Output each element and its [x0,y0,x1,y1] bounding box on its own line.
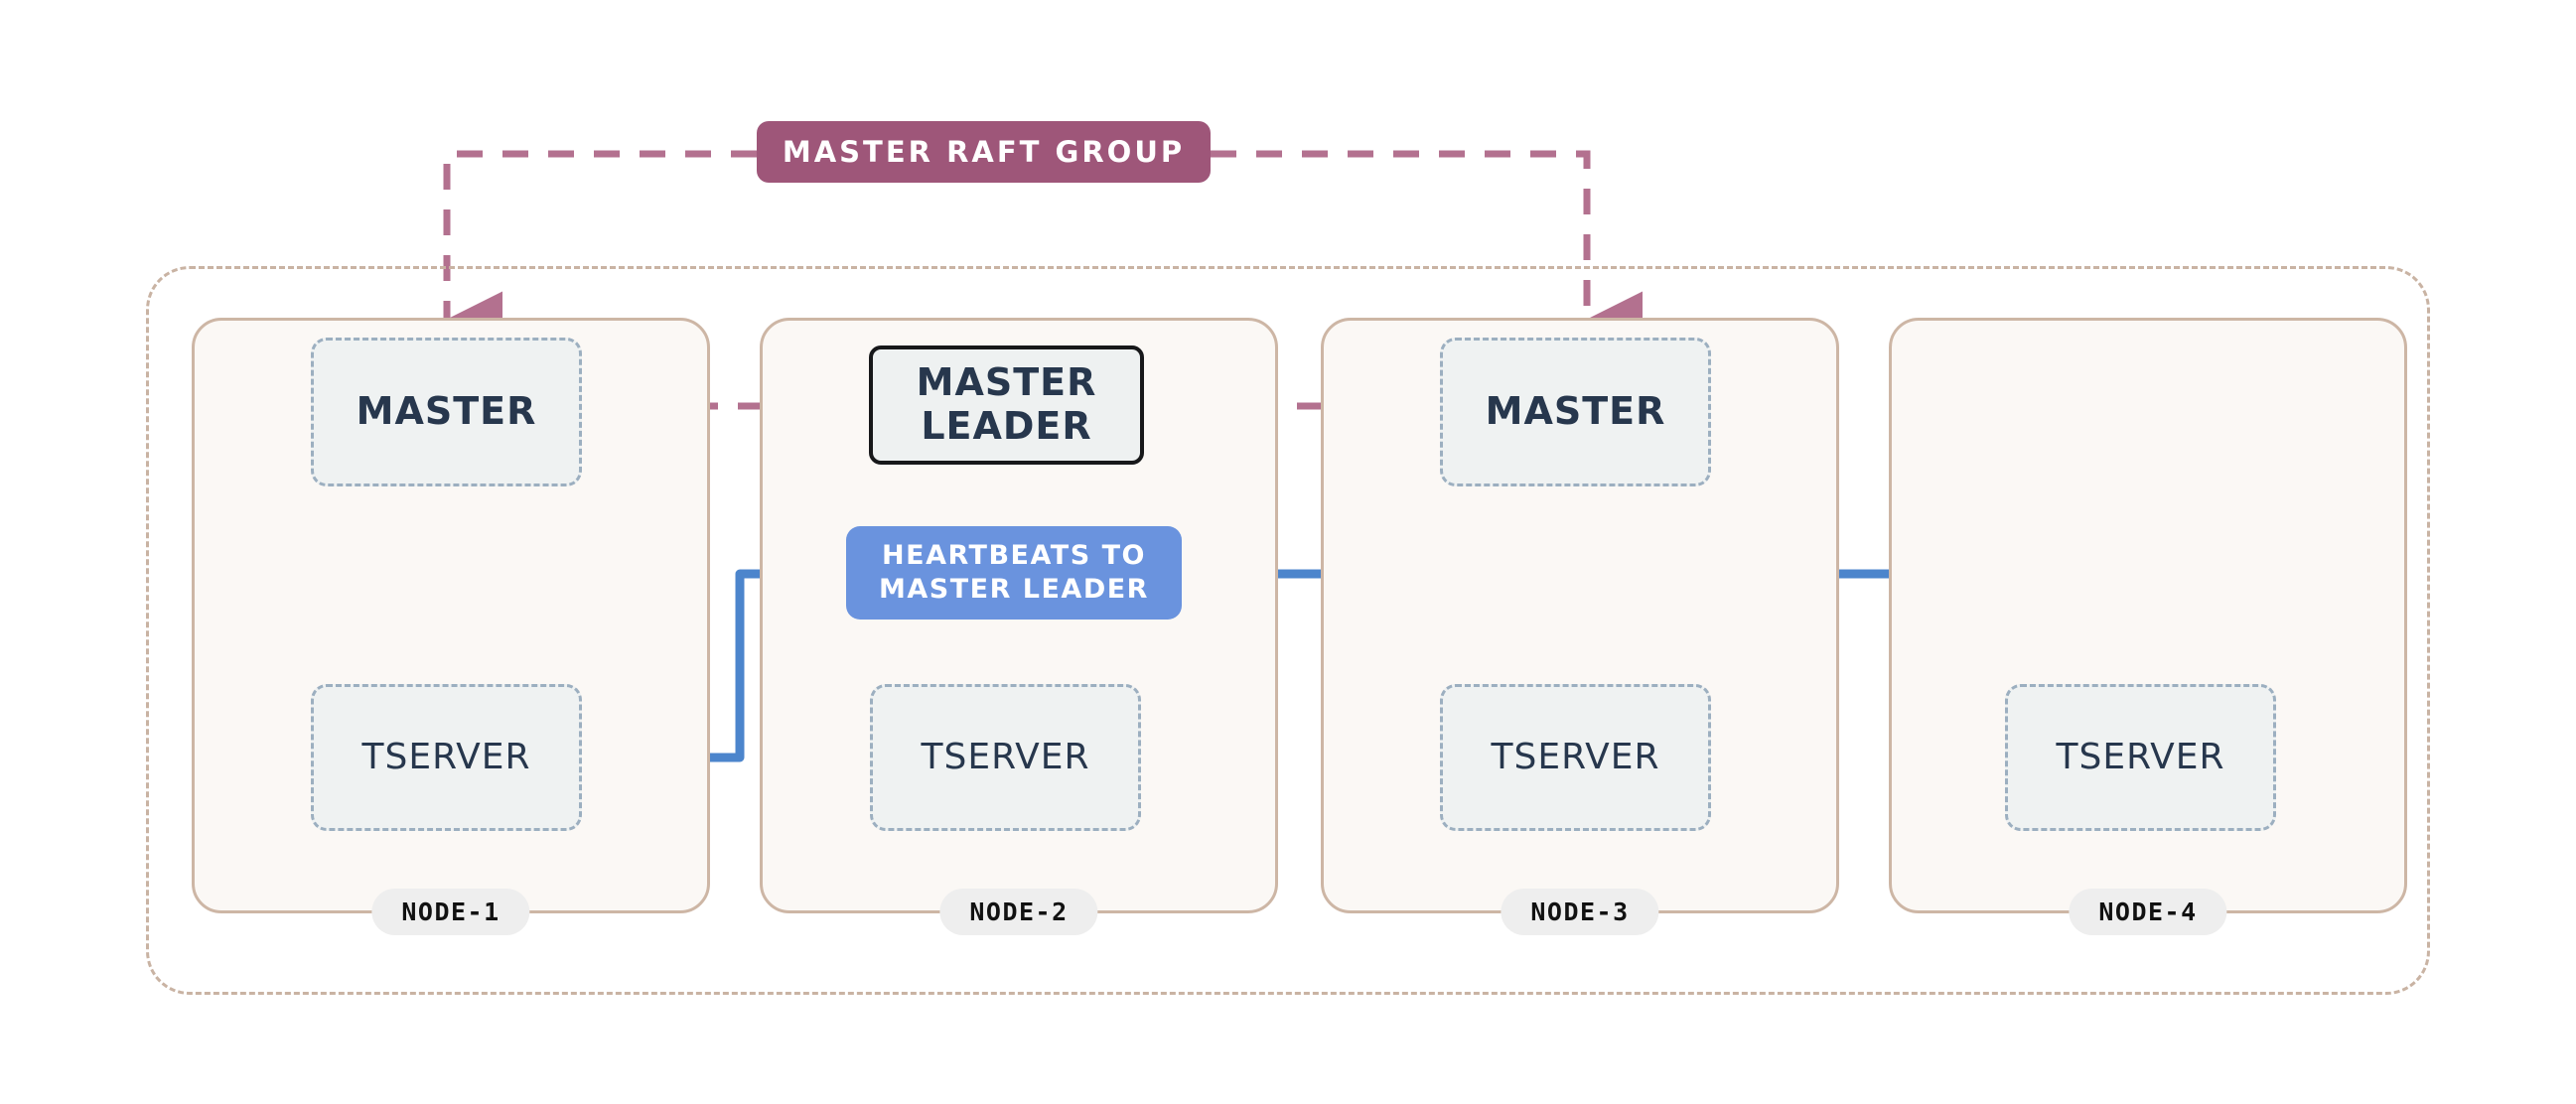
heartbeats-line-1: HEARTBEATS TO [882,540,1146,572]
tserver-box-node-1[interactable]: TSERVER [311,684,582,831]
node-label-node-3: NODE-3 [1501,889,1659,935]
tserver-box-node-3[interactable]: TSERVER [1440,684,1711,831]
node-label-node-2: NODE-2 [939,889,1098,935]
tserver-box-node-2[interactable]: TSERVER [870,684,1141,831]
heartbeats-line-2: MASTER LEADER [879,574,1149,605]
master-box-node-3[interactable]: MASTER [1440,338,1711,486]
heartbeats-label: HEARTBEATS TO MASTER LEADER [846,526,1182,620]
cluster-boundary [146,266,2430,995]
master-box-node-1[interactable]: MASTER [311,338,582,486]
tserver-box-node-4[interactable]: TSERVER [2005,684,2276,831]
node-label-node-4: NODE-4 [2069,889,2227,935]
master-leader-box-node-2[interactable]: MASTER LEADER [869,345,1144,465]
master-leader-line-2: LEADER [921,404,1092,448]
master-raft-group-label: MASTER RAFT GROUP [757,121,1211,183]
master-leader-line-1: MASTER [916,360,1097,405]
node-label-node-1: NODE-1 [371,889,530,935]
